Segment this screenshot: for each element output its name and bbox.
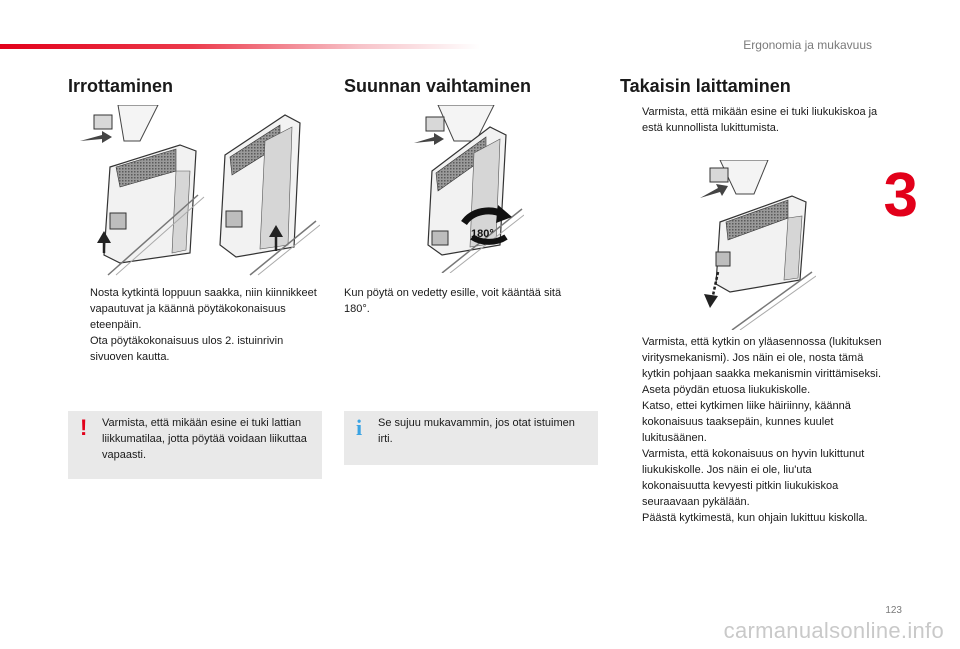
warning-exclamation-icon: ! [80, 415, 88, 440]
info-i-icon: i [356, 415, 363, 440]
warning-note: ! Varmista, että mikään esine ei tuki la… [68, 411, 322, 479]
list-item: Aseta pöydän etuosa liukukiskolle. [642, 384, 811, 396]
refit-instructions: Varmista, että kytkin on yläasennossa (l… [620, 334, 882, 526]
list-item: Ota pöytäkokonaisuus ulos 2. istuinrivin… [90, 335, 284, 363]
rotation-angle-label: 180° [471, 228, 494, 240]
list-item: Nosta kytkintä loppuun saakka, niin kiin… [90, 287, 317, 331]
removal-illustration [80, 105, 320, 276]
chapter-header-title: Ergonomia ja mukavuus [743, 38, 872, 52]
watermark: carmanualsonline.info [723, 618, 944, 643]
header-accent-bar [0, 44, 480, 49]
section-title-refit: Takaisin laittaminen [620, 76, 791, 96]
page-number: 123 [885, 605, 902, 616]
list-item: Varmista, että kokonaisuus on hyvin luki… [642, 448, 865, 508]
info-note: i Se sujuu mukavammin, jos otat istuimen… [344, 411, 598, 465]
list-item: Varmista, että kytkin on yläasennossa (l… [642, 336, 882, 380]
refit-illustration [700, 160, 816, 330]
list-item: Varmista, että mikään esine ei tuki liuk… [642, 106, 878, 134]
turn-instructions: Kun pöytä on vedetty esille, voit kääntä… [344, 287, 562, 315]
refit-precheck: Varmista, että mikään esine ei tuki liuk… [620, 104, 880, 136]
chapter-number: 3 [883, 161, 918, 230]
remove-instructions: Nosta kytkintä loppuun saakka, niin kiin… [68, 285, 318, 365]
section-title-turn: Suunnan vaihtaminen [344, 76, 532, 96]
rotation-illustration: 180° [414, 105, 524, 273]
list-item: Päästä kytkimestä, kun ohjain lukittuu k… [642, 512, 868, 524]
list-item: Katso, ettei kytkimen liike häiriinny, k… [642, 400, 851, 444]
section-title-remove: Irrottaminen [68, 76, 174, 96]
